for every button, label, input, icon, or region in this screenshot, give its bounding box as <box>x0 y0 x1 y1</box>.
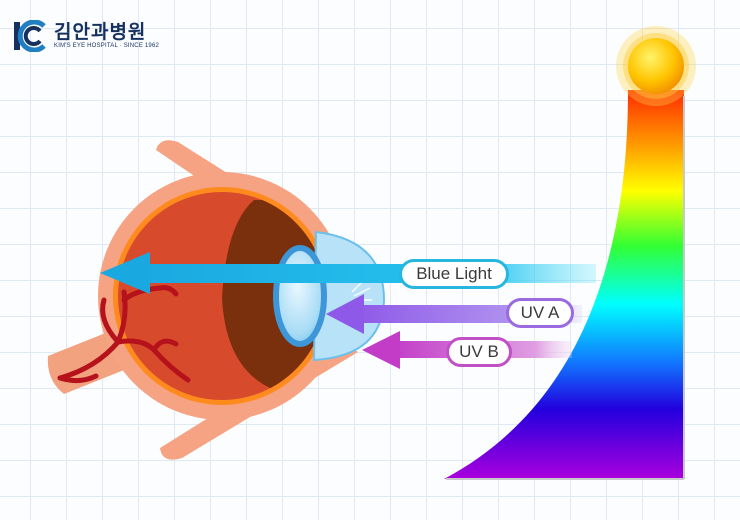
eye-cross-section <box>47 140 386 460</box>
uvb-label: UV B <box>446 337 512 367</box>
sun-icon <box>616 26 696 106</box>
retinal-vessels <box>57 285 191 384</box>
blue-light-label: Blue Light <box>399 259 509 289</box>
light-spectrum-bar <box>444 90 685 480</box>
hospital-name: 김안과병원 <box>54 21 147 43</box>
hospital-logo: 김안과병원 KIM'S EYE HOSPITAL · SINCE 1962 <box>14 20 159 52</box>
hospital-subtitle: KIM'S EYE HOSPITAL · SINCE 1962 <box>54 43 160 49</box>
logo-mark-icon <box>14 20 46 52</box>
uva-label: UV A <box>506 298 574 328</box>
